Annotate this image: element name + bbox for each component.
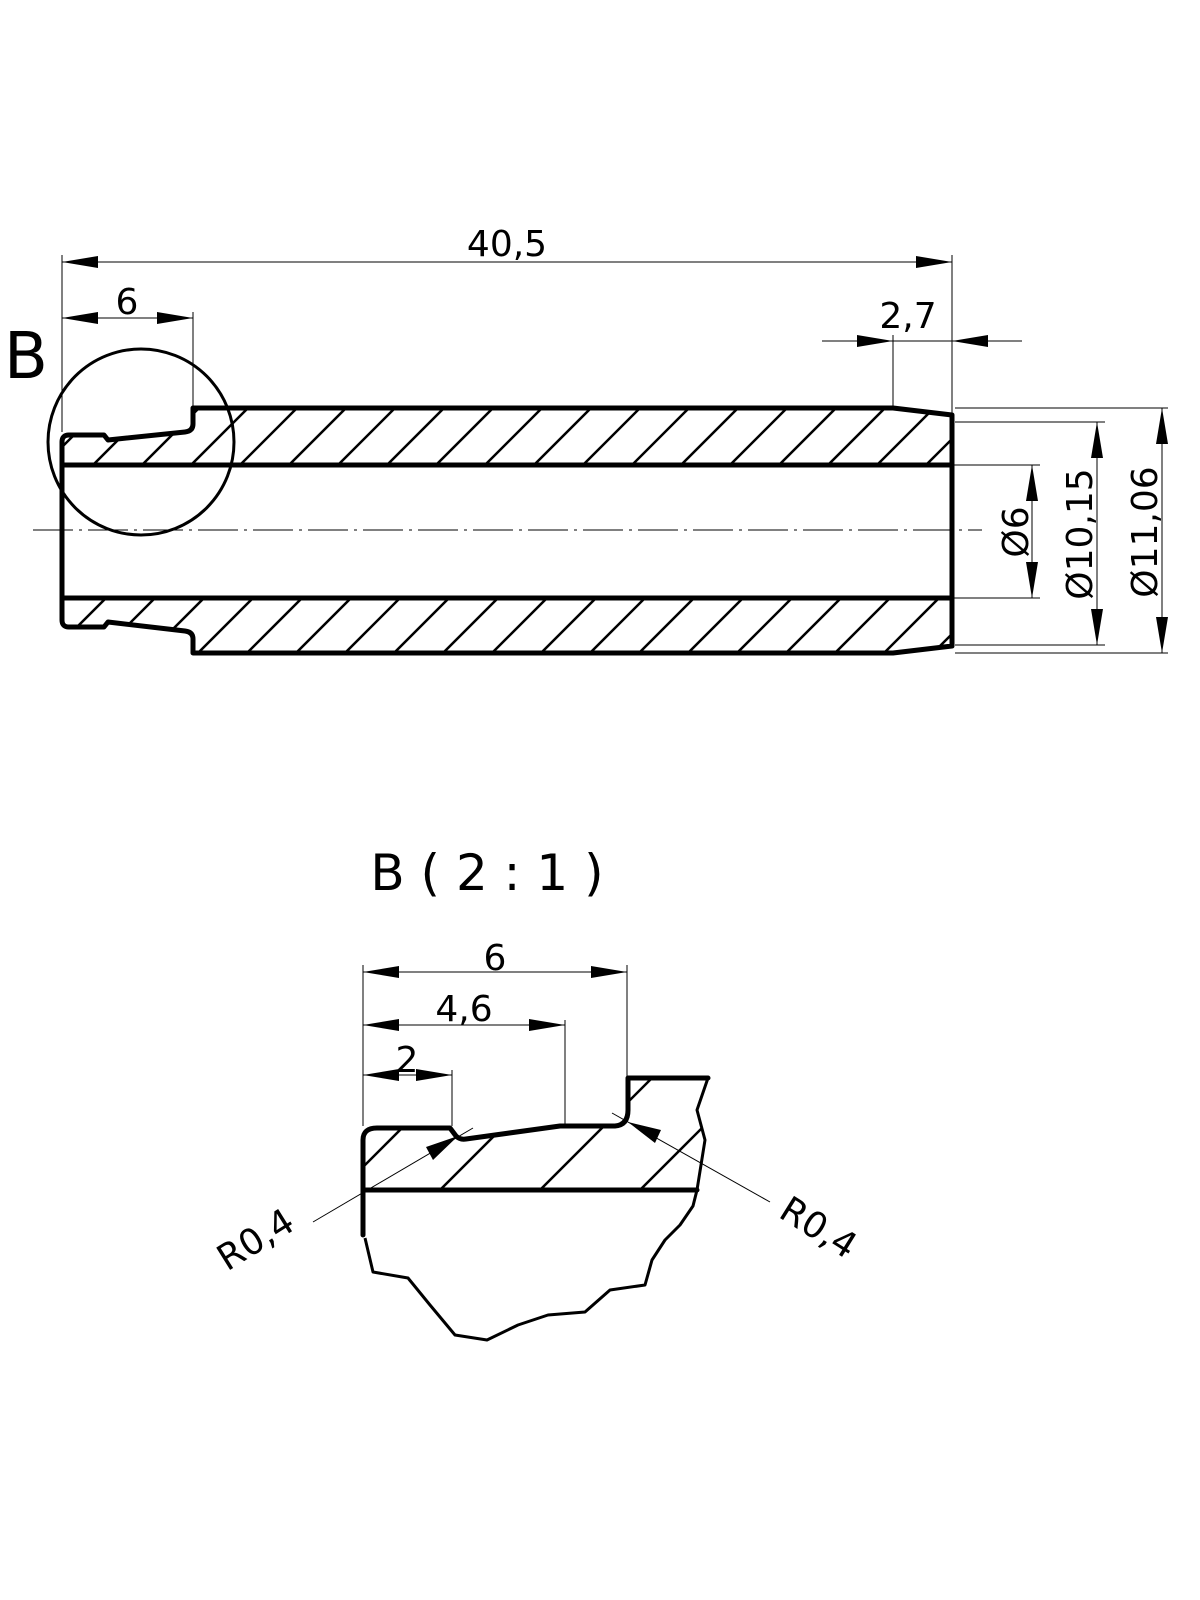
detail-view: B ( 2 : 1 ) 6 4,6 2 R0,4 R0,4	[210, 844, 864, 1342]
hatch-line	[626, 408, 698, 465]
hatch-line	[822, 408, 894, 465]
hatch-line	[920, 408, 952, 465]
hatch-line	[337, 598, 404, 653]
hatch-line	[724, 408, 796, 465]
hatch-line	[365, 1078, 461, 1190]
hatch-line	[582, 598, 649, 653]
hatch-line	[479, 408, 551, 465]
hatch-line	[235, 1070, 360, 1195]
hatch-line	[484, 598, 551, 653]
hatch-line	[234, 408, 306, 465]
hatch-line	[528, 408, 600, 465]
dim-bore-diameter: Ø6	[996, 506, 1037, 557]
hatch-line	[239, 598, 306, 653]
hatch-line	[778, 598, 845, 653]
hatch-line	[0, 595, 60, 660]
hatch-line	[381, 408, 453, 465]
detail-dim-groove-position: 2	[396, 1040, 419, 1081]
dim-overall-length: 40,5	[467, 224, 547, 265]
hatch-line	[729, 598, 796, 653]
hatch-line	[435, 598, 502, 653]
hatching	[0, 595, 952, 660]
detail-outline	[360, 1075, 711, 1238]
hatch-line	[288, 598, 355, 653]
hatch-line	[634, 1078, 708, 1190]
hatch-line	[675, 408, 747, 465]
main-view: B 40,5 6 2,7 Ø6 Ø10,15	[0, 224, 1168, 660]
detail-dim-taper-end: 4,6	[435, 989, 492, 1030]
detail-radius-right: R0,4	[772, 1189, 863, 1267]
break-line	[363, 1077, 710, 1342]
hatching	[64, 408, 952, 465]
hatch-line	[680, 598, 747, 653]
hatch-line	[577, 408, 649, 465]
hatch-line	[533, 598, 600, 653]
hatch-line	[827, 598, 894, 653]
dim-outer-diameter: Ø11,06	[1125, 466, 1166, 597]
hatch-line	[190, 598, 257, 653]
dim-taper-length: 2,7	[879, 296, 936, 337]
detail-marker-label: B	[4, 320, 48, 394]
hatch-line	[430, 408, 502, 465]
detail-dim-shoulder-length: 6	[484, 938, 507, 979]
detail-circle	[46, 347, 236, 537]
hatch-line	[773, 408, 845, 465]
hatch-line	[386, 598, 453, 653]
hatch-line	[876, 598, 943, 653]
hatch-line	[332, 408, 404, 465]
detail-title: B ( 2 : 1 )	[370, 844, 603, 902]
hatch-line	[185, 408, 257, 465]
hatch-line	[534, 1078, 661, 1190]
detail-radius-left: R0,4	[210, 1201, 301, 1279]
dim-shoulder-length: 6	[116, 282, 139, 323]
dim-taper-end-diameter: Ø10,15	[1060, 468, 1101, 599]
hatch-line	[631, 598, 698, 653]
hatch-line	[283, 408, 355, 465]
